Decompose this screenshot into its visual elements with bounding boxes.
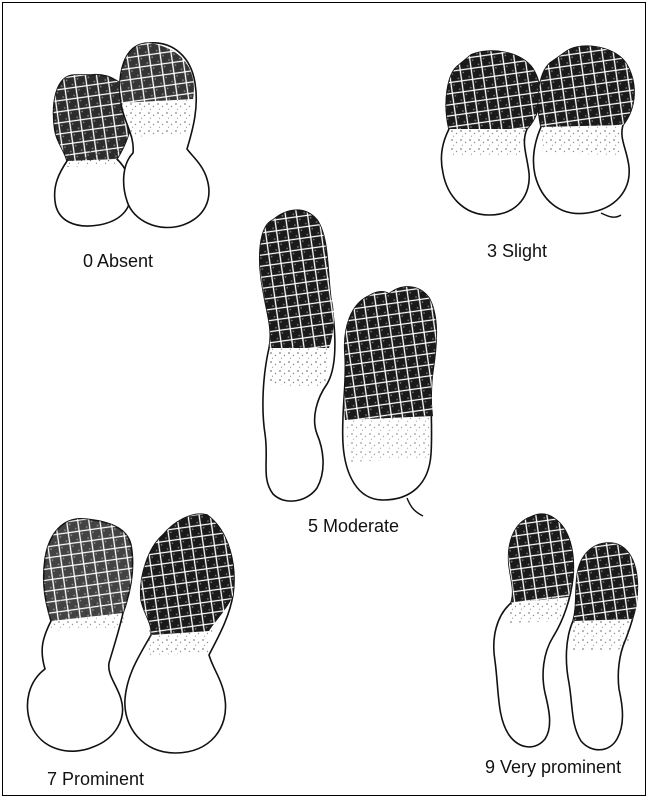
panel-caption: 0 Absent <box>83 251 153 272</box>
panel-caption: 9 Very prominent <box>485 757 621 778</box>
panel-caption: 5 Moderate <box>308 516 399 537</box>
panel-slight: 3 Slight <box>423 3 646 273</box>
pod-illustration-very-prominent <box>473 503 646 795</box>
panel-very-prominent: 9 Very prominent <box>473 503 646 795</box>
pod-illustration-absent <box>3 3 233 273</box>
pod-illustration-moderate <box>233 198 453 543</box>
panel-caption: 3 Slight <box>487 241 547 262</box>
panel-prominent: 7 Prominent <box>3 503 273 795</box>
panel-absent: 0 Absent <box>3 3 233 273</box>
pod-illustration-slight <box>423 3 646 273</box>
panel-moderate: 5 Moderate <box>233 198 453 543</box>
panel-caption: 7 Prominent <box>47 769 144 790</box>
pod-illustration-prominent <box>3 503 273 795</box>
